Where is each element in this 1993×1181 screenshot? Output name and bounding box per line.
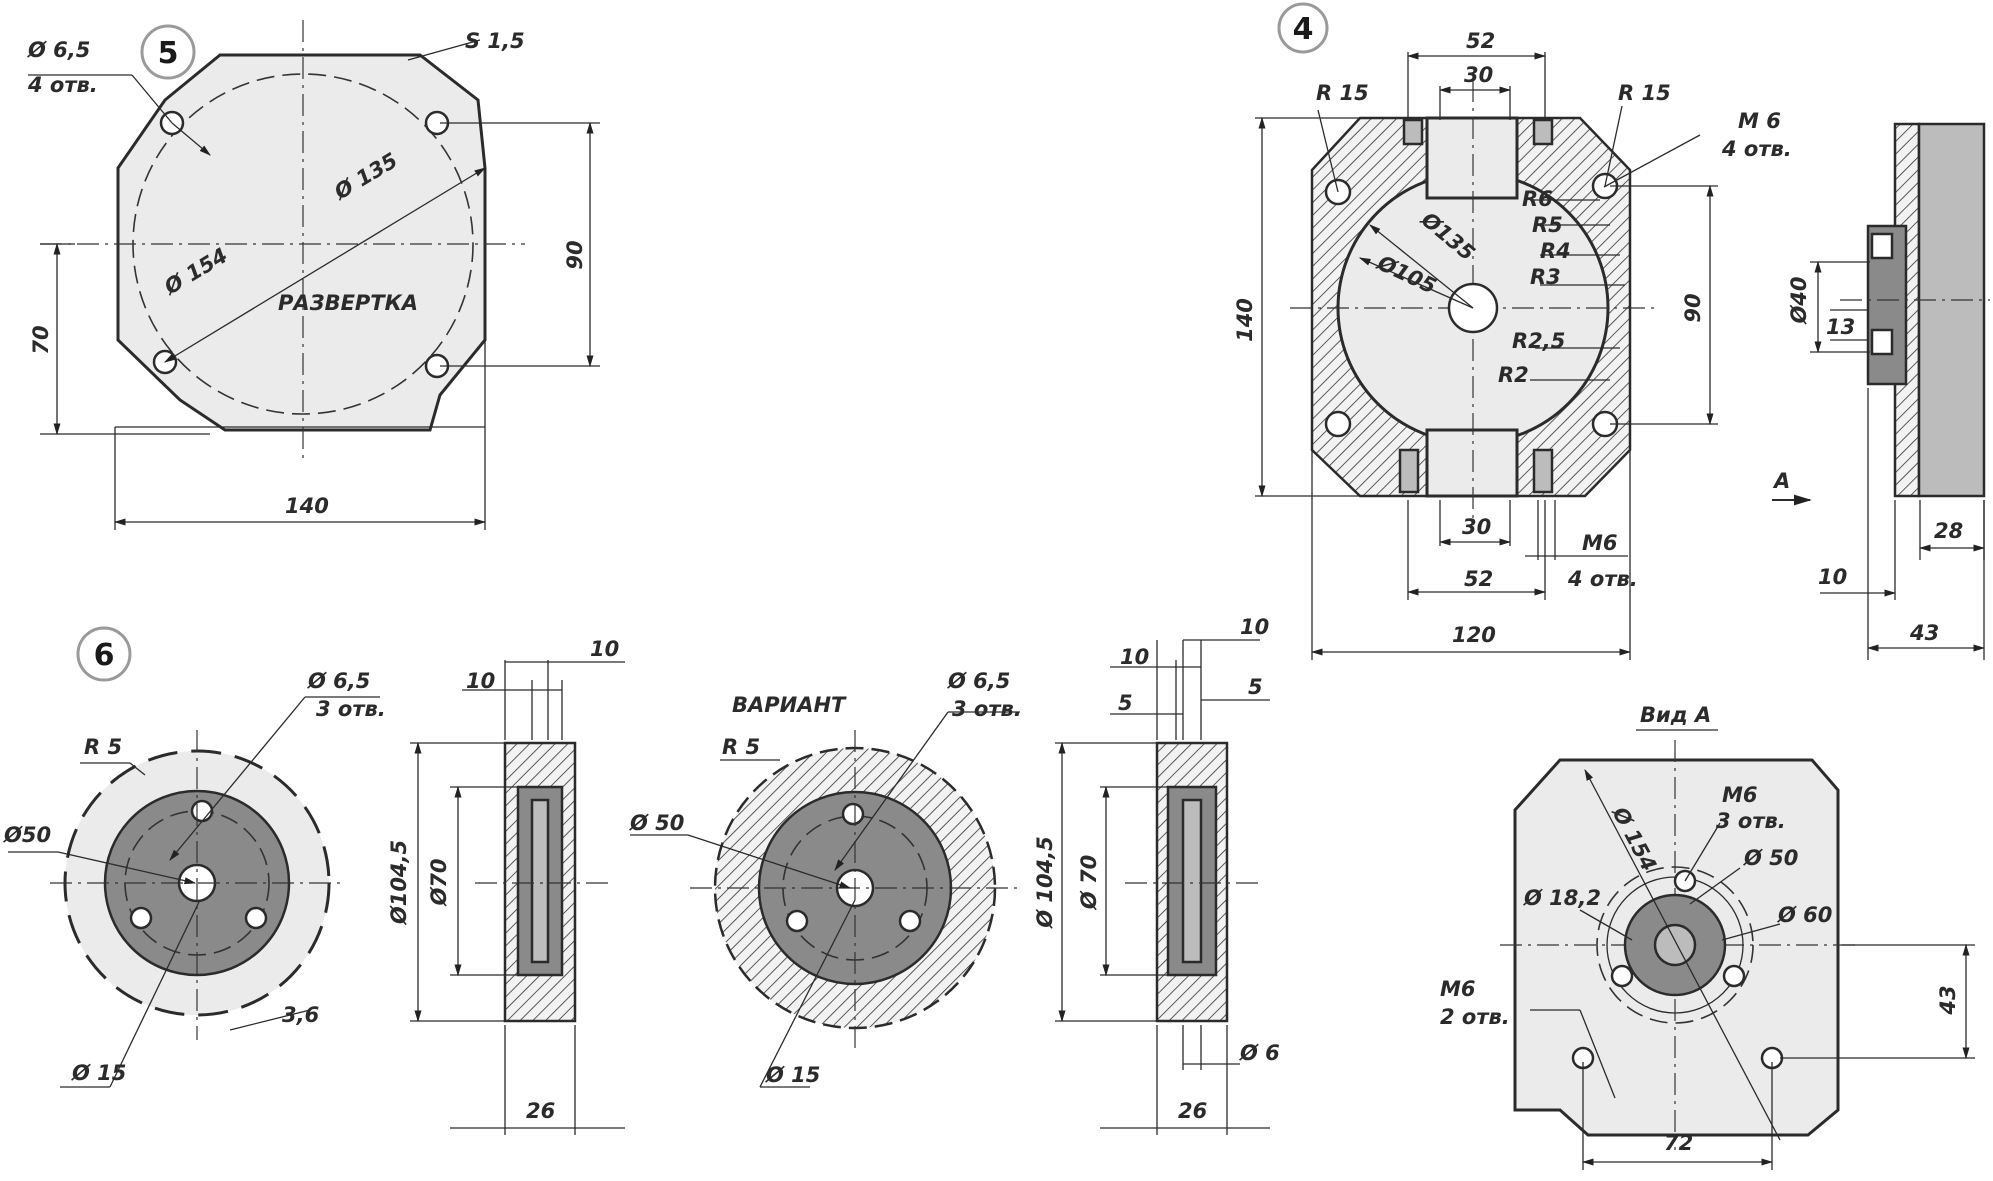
part-4-side-view: Ø40 13 A 28 10 43 (1772, 122, 1990, 660)
hole-count-label: 4 отв. (27, 73, 98, 97)
hole-diameter-label: Ø 6,5 (27, 38, 90, 62)
thread-hole-icon (1610, 964, 1634, 988)
thread-label: M 6 (1738, 109, 1781, 133)
radius-3-label: R3 (1530, 265, 1561, 289)
side-dim-5-a: 5 (1118, 691, 1133, 715)
dim-height: 90 (563, 240, 587, 269)
thread-2-label: M6 (1440, 977, 1476, 1001)
diameter-15-label: Ø 15 (71, 1061, 126, 1085)
dim-top-outer: 52 (1466, 29, 1495, 53)
dim-bottom-inner: 30 (1462, 515, 1491, 539)
part-number: 5 (158, 36, 179, 71)
radius-6-label: R6 (1522, 187, 1553, 211)
side-diameter-6: Ø 6 (1239, 1041, 1280, 1065)
side-dim-10-a: 10 (1120, 645, 1149, 669)
thread-bottom-count: 4 отв. (1567, 567, 1638, 591)
thread-hole-icon (1324, 410, 1352, 438)
side-dim-10-a: 10 (466, 669, 495, 693)
hole-diameter-label: Ø 6,5 (307, 669, 370, 693)
side-dim-28: 28 (1934, 519, 1963, 543)
diameter-50-label: Ø 50 (629, 811, 684, 835)
hole-icon (785, 909, 809, 933)
radius-5-label: R 5 (84, 735, 122, 759)
side-dim-26: 26 (1178, 1099, 1207, 1123)
part-number-badge (1277, 2, 1329, 54)
side-diameter-70: Ø70 (427, 858, 451, 906)
side-diameter-104-5: Ø104,5 (387, 840, 411, 925)
side-dim-13: 13 (1826, 315, 1855, 339)
dim-bottom-outer: 52 (1464, 567, 1493, 591)
hole-count-label: 3 отв. (952, 697, 1022, 721)
variant-side-view: 10 10 5 5 Ø 104,5 Ø 70 Ø 6 26 (1033, 615, 1280, 1135)
side-dim-10-b: 10 (1240, 615, 1269, 639)
dim-width: 120 (1452, 623, 1496, 647)
hole-icon (244, 906, 268, 930)
hole-icon (190, 799, 214, 823)
view-a-title: Вид А (1640, 703, 1711, 727)
part-5-blank-view: 5 Ø 6,5 4 отв. S 1,5 Ø 135 Ø 154 РАЗВЕРТ… (27, 20, 600, 530)
diameter-60-label: Ø 60 (1777, 903, 1832, 927)
radius-5-label: R5 (1532, 213, 1563, 237)
side-dim-43: 43 (1909, 621, 1939, 645)
thread-2-count: 2 отв. (1440, 1005, 1510, 1029)
variant-sprocket-view: ВАРИАНТ Ø 6,5 3 отв. R 5 Ø 50 Ø 15 (629, 615, 1280, 1135)
side-diameter-70: Ø 70 (1077, 855, 1101, 910)
hole-icon (841, 802, 865, 826)
side-dim-26: 26 (526, 1099, 555, 1123)
thread-3-count: 3 отв. (1716, 809, 1786, 833)
hole-diameter-label: Ø 6,5 (947, 669, 1010, 693)
part-6-sprocket-view: 6 Ø 6,5 3 отв. R 5 Ø50 Ø 15 3,6 (3, 626, 625, 1135)
side-dim-5-b: 5 (1248, 675, 1263, 699)
dim-72: 72 (1664, 1131, 1693, 1155)
thread-hole-icon (1722, 964, 1746, 988)
radius-15-right: R 15 (1618, 81, 1671, 105)
hole-icon (129, 906, 153, 930)
side-diameter-40: Ø40 (1787, 276, 1811, 324)
dim-height: 140 (1233, 298, 1257, 342)
radius-15-left: R 15 (1316, 81, 1369, 105)
sheet-thickness-label: S 1,5 (465, 29, 525, 53)
diameter-18-2-label: Ø 18,2 (1523, 886, 1601, 910)
view-a: Вид А Ø 154 M6 3 отв. Ø 50 Ø 18,2 Ø 60 M… (1440, 703, 1975, 1170)
side-dim-10-b: 10 (590, 637, 619, 661)
diameter-50-label: Ø 50 (1743, 846, 1798, 870)
hole-icon (898, 909, 922, 933)
dim-43: 43 (1936, 985, 1960, 1015)
view-arrow-label: A (1772, 469, 1790, 493)
part-4-housing-view: 4 52 30 R 15 R 15 M 6 4 отв. R6 R5 R4 R3… (1233, 2, 1990, 660)
part-number-badge (76, 626, 132, 682)
diameter-15-label: Ø 15 (765, 1063, 820, 1087)
dim-offset: 70 (29, 325, 53, 354)
diameter-50-label: Ø50 (3, 823, 51, 847)
part-number: 6 (94, 638, 115, 673)
blank-title: РАЗВЕРТКА (278, 291, 418, 315)
radius-5-label: R 5 (722, 735, 760, 759)
part-number-badge (140, 24, 196, 80)
variant-title: ВАРИАНТ (732, 693, 847, 717)
part-number: 4 (1293, 12, 1314, 47)
part-6-side-view: 10 10 Ø104,5 Ø70 26 (387, 637, 625, 1135)
side-dim-10: 10 (1818, 565, 1847, 589)
hole-count-label: 3 отв. (316, 697, 386, 721)
thread-3-label: M6 (1722, 783, 1758, 807)
side-diameter-104-5: Ø 104,5 (1033, 836, 1057, 929)
dim-3-6: 3,6 (282, 1003, 319, 1027)
dim-top-inner: 30 (1464, 63, 1493, 87)
radius-2-5-label: R2,5 (1512, 329, 1565, 353)
radius-2-label: R2 (1498, 363, 1529, 387)
dim-width: 140 (285, 494, 329, 518)
dim-hole-spacing: 90 (1681, 293, 1705, 322)
radius-4-label: R4 (1540, 239, 1571, 263)
thread-bottom-label: M6 (1582, 531, 1618, 555)
thread-count-label: 4 отв. (1721, 137, 1792, 161)
